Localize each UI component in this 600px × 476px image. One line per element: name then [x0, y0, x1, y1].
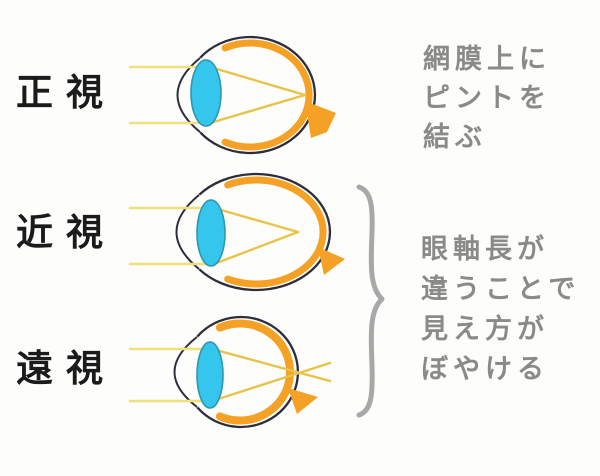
eyeball-outline	[198, 172, 332, 292]
lens	[196, 199, 226, 267]
annotation-line: 結ぶ	[423, 122, 487, 153]
retina-arc	[224, 176, 327, 288]
refracted-ray-bottom	[210, 361, 332, 403]
myopia-eye-diagram	[128, 172, 345, 292]
annotation-retina-focus: 網膜上に ピントを 結ぶ	[423, 40, 551, 157]
label-myopia: 近視	[16, 211, 116, 254]
hyperopia-eye-diagram	[128, 315, 332, 429]
cornea-arc	[173, 336, 198, 408]
refracted-ray-bottom	[208, 93, 307, 125]
annotation-line: 網膜上に	[423, 44, 551, 75]
refracted-ray-bottom	[212, 230, 300, 266]
label-hyperopia: 遠視	[16, 347, 116, 390]
cornea-arc	[175, 194, 200, 270]
label-emmetropia: 正視	[16, 71, 116, 114]
optic-nerve	[305, 101, 336, 138]
retina-arc	[221, 39, 313, 151]
refracted-ray-top	[212, 206, 300, 234]
annotation-line: 眼軸長が	[421, 234, 549, 265]
annotation-line: 違うことで	[421, 274, 581, 305]
annotation-line: ピントを	[423, 83, 551, 114]
retina-arc	[215, 319, 295, 425]
refracted-ray-top	[210, 347, 332, 383]
lens	[196, 341, 224, 409]
annotation-line: ぼやける	[421, 354, 549, 385]
emmetropia-eye-diagram	[128, 35, 336, 155]
optic-nerve	[318, 247, 345, 275]
annotation-axial-length-blur: 眼軸長が 違うことで 見え方が ぼやける	[421, 230, 580, 390]
lens	[190, 59, 222, 127]
refracted-ray-top	[208, 65, 307, 97]
optic-nerve	[288, 388, 318, 414]
annotation-line: 見え方が	[421, 314, 549, 345]
curly-brace	[356, 184, 385, 418]
eyeball-outline	[199, 35, 317, 155]
